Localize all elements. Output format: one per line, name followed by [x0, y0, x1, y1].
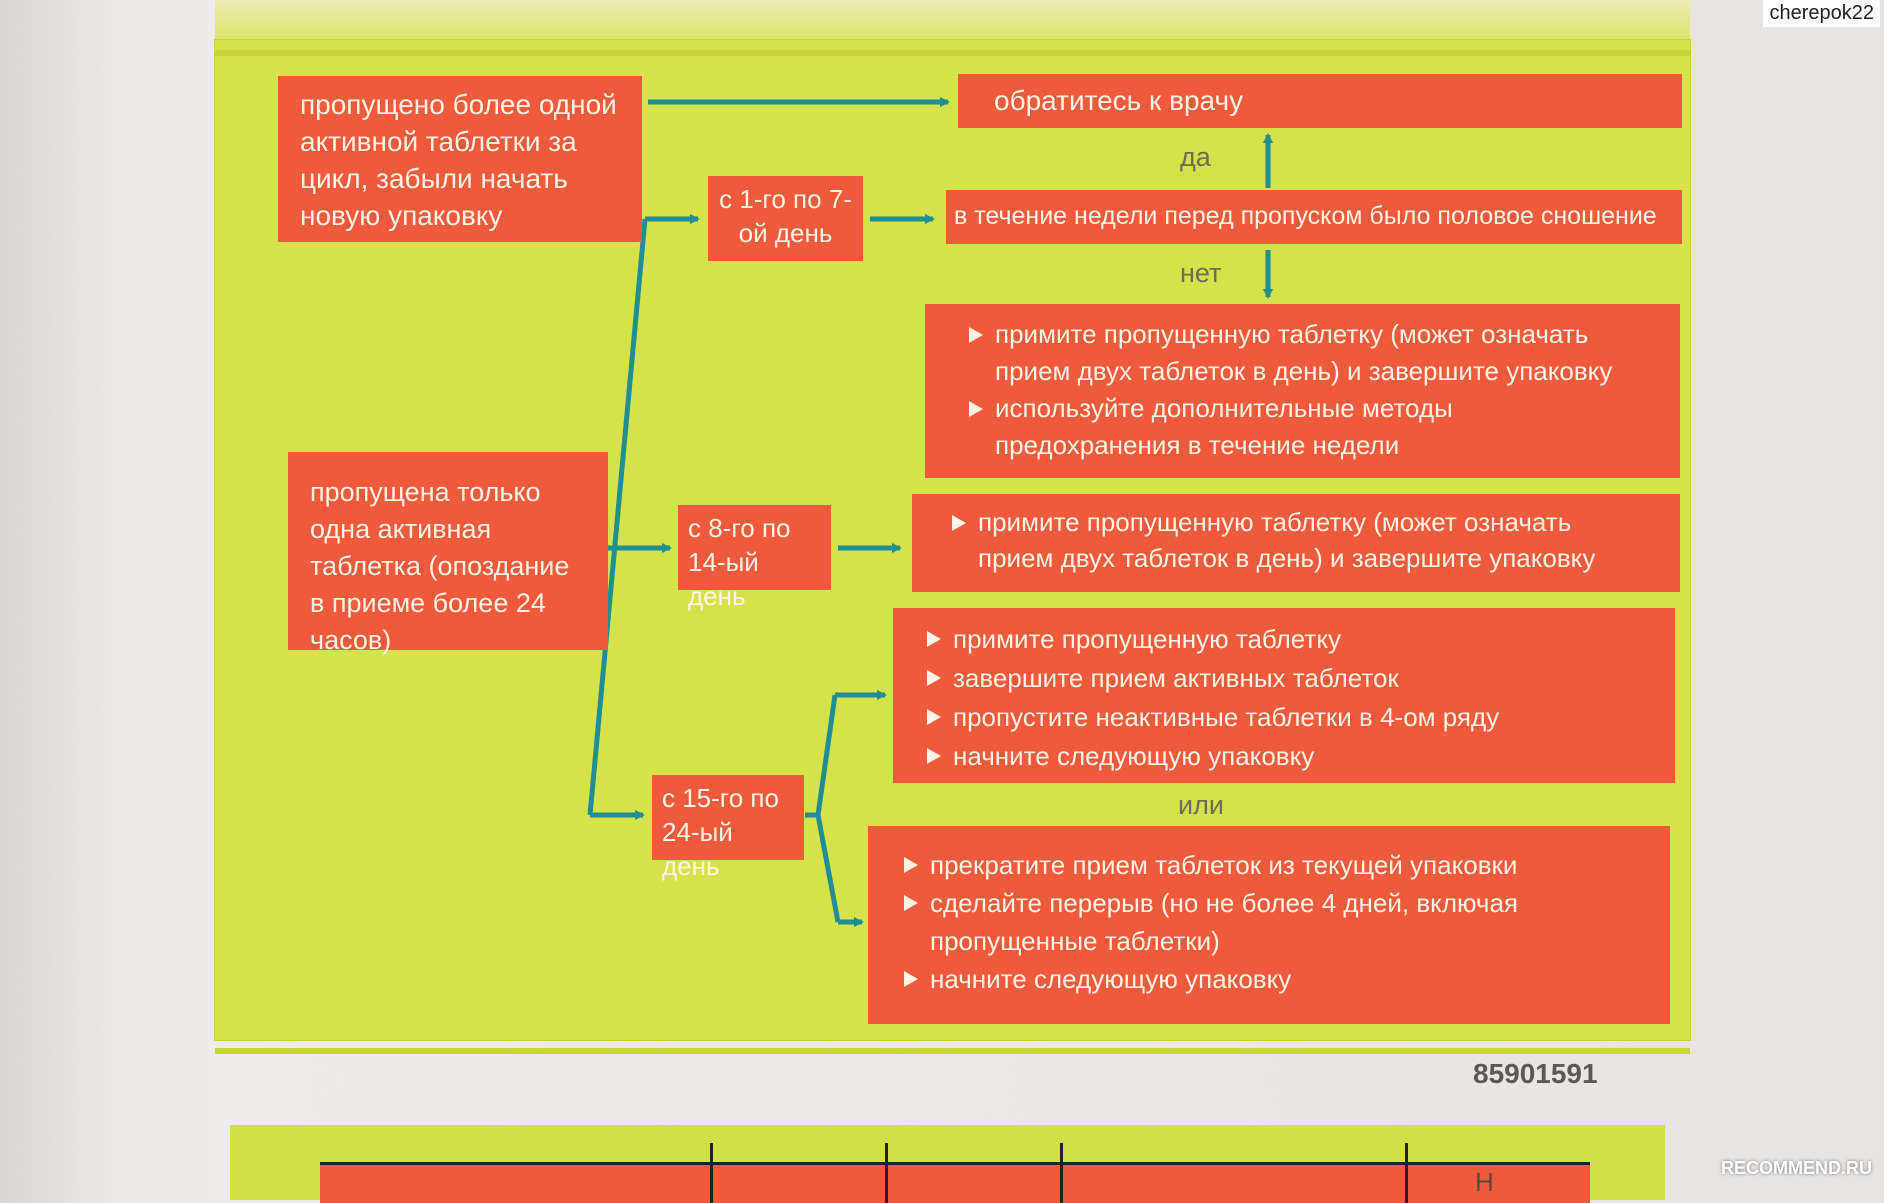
or-label: или [1178, 790, 1224, 820]
see-doctor-text: обратитесь к врачу [994, 85, 1244, 116]
question-box: в течение недели перед пропуском было по… [946, 190, 1682, 244]
many-missed-text: пропущено более одной активной таблетки … [300, 89, 617, 231]
week3-option-a-item: начните следующую упаковку [923, 737, 1645, 776]
day15-24-box: с 15-го по 24-ый день [652, 775, 804, 881]
day1-7-box: с 1-го по 7-ой день [708, 176, 863, 261]
many-missed-box: пропущено более одной активной таблетки … [278, 76, 642, 242]
day1-7-text: с 1-го по 7-ой день [719, 184, 852, 248]
product-code: 85901591 [1473, 1058, 1598, 1089]
week3-option-a-item: примите пропущенную таблетку [923, 620, 1645, 659]
watermark-site: RECOMMEND.RU [1721, 1158, 1872, 1178]
table-divider [1060, 1143, 1063, 1203]
week3-option-a-item: пропустите неактивные таблетки в 4-ом ря… [923, 698, 1645, 737]
table-divider [1405, 1143, 1408, 1203]
week3-option-b-item: сделайте перерыв (но не более 4 дней, вк… [900, 884, 1640, 960]
week3-option-a-item: завершите прием активных таблеток [923, 659, 1645, 698]
week1-item: примите пропущенную таблетку (может озна… [965, 316, 1644, 390]
watermark-user: cherepok22 [1763, 0, 1880, 27]
week1-instructions-box: примите пропущенную таблетку (может озна… [925, 304, 1680, 478]
week2-item: примите пропущенную таблетку (может озна… [948, 504, 1650, 576]
question-text: в течение недели перед пропуском было по… [954, 202, 1657, 230]
week3-option-a-list: примите пропущенную таблетку завершите п… [923, 620, 1645, 776]
table-partial-text: Н [1475, 1167, 1494, 1197]
branch-trunk [587, 218, 648, 816]
one-missed-text: пропущена только одна активная таблетка … [310, 477, 570, 655]
week1-list: примите пропущенную таблетку (может озна… [965, 316, 1644, 464]
see-doctor-box: обратитесь к врачу [958, 74, 1682, 128]
split-trunk [805, 694, 841, 923]
day15-24-text: с 15-го по 24-ый день [662, 783, 779, 881]
week3-option-b-item: начните следующую упаковку [900, 960, 1640, 998]
week3-option-b-list: прекратите прием таблеток из текущей упа… [900, 846, 1640, 998]
week1-item: используйте дополнительные методы предох… [965, 390, 1644, 464]
fold-line-bottom [215, 1048, 1690, 1054]
yes-label: да [1180, 142, 1211, 172]
pill-table-row: Н [320, 1143, 1590, 1203]
table-divider [885, 1143, 888, 1203]
fold-line-top [215, 50, 1690, 56]
one-missed-box: пропущена только одна активная таблетка … [288, 452, 608, 655]
no-label: нет [1180, 258, 1222, 288]
week3-option-b-box: прекратите прием таблеток из текущей упа… [868, 826, 1670, 1024]
week3-option-a-box: примите пропущенную таблетку завершите п… [893, 608, 1675, 783]
week2-list: примите пропущенную таблетку (может озна… [948, 504, 1650, 576]
day8-14-box: с 8-го по 14-ый день [678, 505, 831, 611]
table-divider [710, 1143, 713, 1203]
day8-14-text: с 8-го по 14-ый день [688, 513, 791, 611]
week2-instructions-box: примите пропущенную таблетку (может озна… [912, 494, 1680, 592]
week3-option-b-item: прекратите прием таблеток из текущей упа… [900, 846, 1640, 884]
